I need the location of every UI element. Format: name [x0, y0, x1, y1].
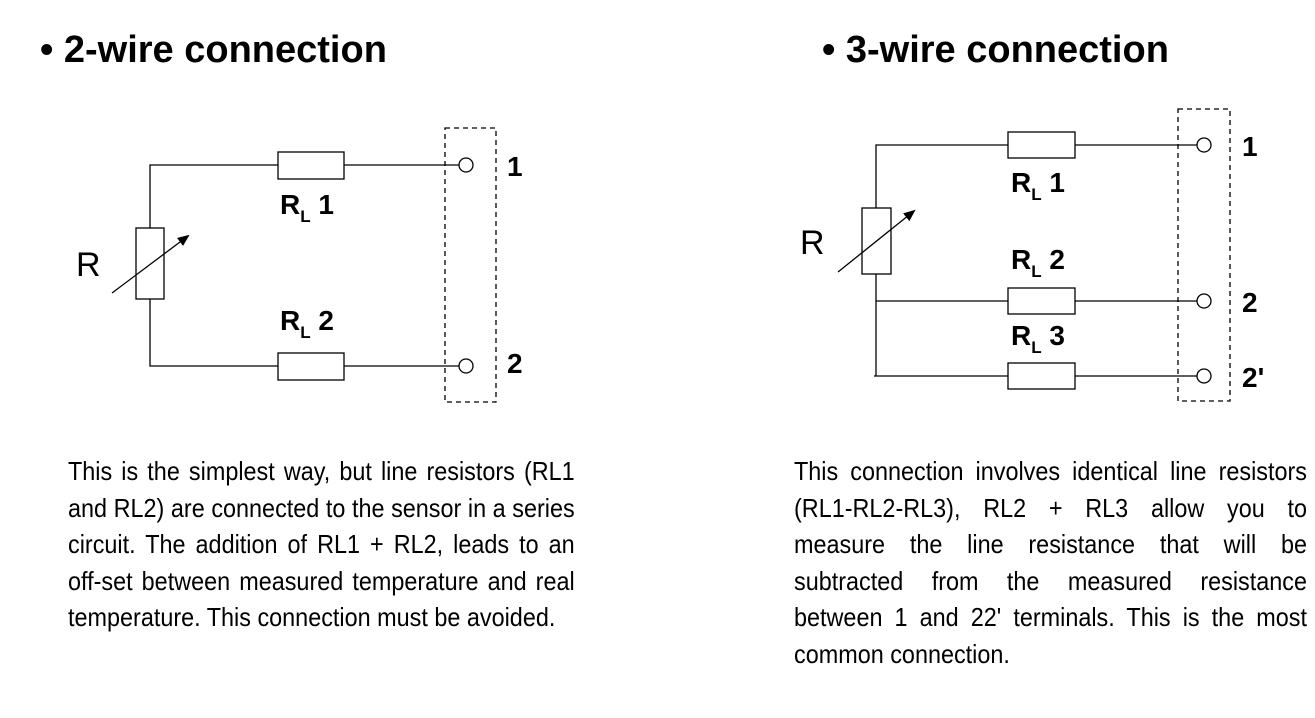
wire-top-3w [875, 144, 1008, 208]
description-2-wire: This is the simplest way, but line resis… [68, 456, 575, 633]
terminal-1-2w [458, 157, 474, 173]
variable-arrow-3w [837, 209, 916, 273]
terminal-box-2w [444, 127, 497, 403]
sensor-label-3w: R [800, 224, 825, 262]
label-rl2-2w: RL 2 [280, 305, 334, 342]
line-resistor-rl2-3w [1007, 287, 1076, 315]
terminal-2-3w [1196, 293, 1212, 309]
line-resistor-rl1-3w [1007, 131, 1076, 159]
terminal-1-3w [1196, 137, 1212, 153]
terminal-label-2-2w: 2 [507, 348, 523, 379]
label-rl1-2w: RL 1 [280, 189, 334, 226]
terminal-box-3w [1177, 108, 1231, 402]
description-3-wire: This connection involves identical line … [794, 456, 1307, 669]
heading-2-wire: • 2-wire connection [40, 29, 387, 71]
heading-3-wire: • 3-wire connection [822, 29, 1169, 71]
line-resistor-rl2-2w [277, 352, 345, 381]
sensor-label-2w: R [76, 246, 101, 284]
diagram-3-wire [837, 108, 1231, 402]
label-rl1-3w: RL 1 [1011, 167, 1065, 204]
sensor-resistor-2w [135, 227, 165, 300]
line-resistor-rl3-3w [1007, 362, 1076, 390]
label-rl3-3w: RL 3 [1011, 320, 1065, 357]
wire-bottom-2w [149, 299, 278, 367]
variable-arrow-2w [111, 234, 190, 294]
wire-top-2w [149, 164, 278, 228]
terminal-2prime-3w [1196, 368, 1212, 384]
terminal-label-1-2w: 1 [507, 151, 523, 182]
label-rl2-3w: RL 2 [1011, 244, 1065, 281]
terminal-label-2-3w: 2 [1242, 287, 1258, 318]
terminal-2-2w [458, 358, 474, 374]
diagram-2-wire [111, 127, 497, 403]
terminal-label-2prime-3w: 2' [1242, 362, 1264, 393]
terminal-label-1-3w: 1 [1242, 131, 1258, 162]
line-resistor-rl1-2w [277, 151, 345, 180]
